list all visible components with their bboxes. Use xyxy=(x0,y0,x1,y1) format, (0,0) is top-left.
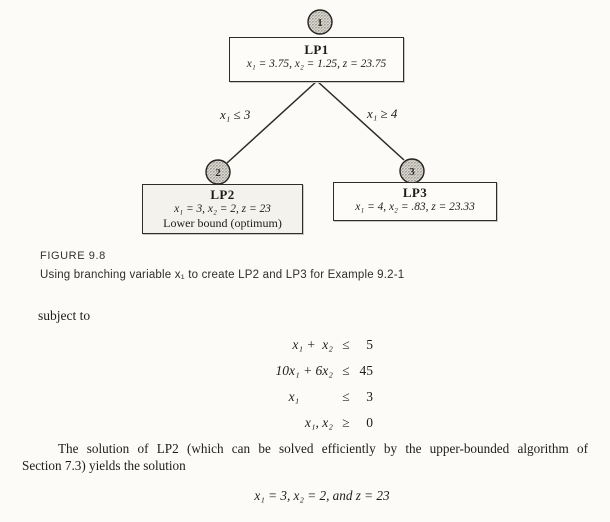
branch-right-label: x₁ ≥ 4 xyxy=(367,106,398,121)
lp3-title: LP3 xyxy=(402,185,428,200)
figure-caption: Using branching variable x₁ to create LP… xyxy=(40,269,405,281)
branch-left-label: x₁ ≤ 3 xyxy=(220,107,251,122)
constraint-lhs: 10x₁ + 6x₂ xyxy=(275,363,333,378)
branch-and-bound-tree: 1 2 3 LP1 x₁ = 3.75, x₂ = 1.25, z = 23.7… xyxy=(0,0,610,250)
lp2-title: LP2 xyxy=(210,187,235,202)
constraint-rhs: 45 xyxy=(359,363,374,378)
node-circle-2: 2 xyxy=(205,159,231,185)
tree-canvas: 1 2 3 xyxy=(205,9,425,185)
constraint-relation: ≤ xyxy=(342,337,350,352)
paragraph-line-2: Section 7.3) yields the solution xyxy=(22,457,186,473)
constraint-relation: ≤ xyxy=(342,363,350,378)
constraint-row: x₁, x₂ ≥ 0 xyxy=(253,410,373,436)
subject-to-text: subject to xyxy=(38,308,91,323)
node-1-ball xyxy=(307,9,333,35)
figure-label: FIGURE 9.8 xyxy=(40,250,106,262)
constraint-relation: ≤ xyxy=(342,389,350,404)
constraint-relation: ≥ xyxy=(342,415,350,430)
lp3-node-box: LP3 x₁ = 4, x₂ = .83, z = 23.33 xyxy=(333,182,497,221)
node-2-number: 2 xyxy=(215,167,221,179)
constraint-row: x₁ ≤ 3 xyxy=(253,384,373,410)
constraint-lhs: x₁ + x₂ xyxy=(292,337,333,352)
lp1-node-box: LP1 x₁ = 3.75, x₂ = 1.25, z = 23.75 xyxy=(229,37,404,82)
branch-edge-left xyxy=(226,80,318,164)
node-1-number: 1 xyxy=(317,17,323,29)
lp2-solution: x₁ = 3, x₂ = 2, z = 23 xyxy=(174,203,271,215)
lp1-title: LP1 xyxy=(304,42,329,57)
lp1-solution: x₁ = 3.75, x₂ = 1.25, z = 23.75 xyxy=(246,58,387,70)
constraint-lhs: x₁ xyxy=(288,389,333,404)
constraint-rhs: 0 xyxy=(366,415,373,430)
paragraph-line-1: The solution of LP2 (which can be solved… xyxy=(58,441,588,456)
lp2-node-box: LP2 x₁ = 3, x₂ = 2, z = 23 Lower bound (… xyxy=(142,184,303,234)
body-paragraph: The solution of LP2 (which can be solved… xyxy=(22,441,588,474)
node-circle-1: 1 xyxy=(307,9,333,35)
constraint-row: x₁ + x₂ ≤ 5 xyxy=(253,332,373,358)
constraint-equations: x₁ + x₂ ≤ 5 10x₁ + 6x₂ ≤ 45 x₁ ≤ 3 x₁, x… xyxy=(253,332,373,436)
constraint-rhs: 3 xyxy=(366,389,373,404)
constraint-row: 10x₁ + 6x₂ ≤ 45 xyxy=(253,358,373,384)
node-circle-3: 3 xyxy=(399,158,425,184)
node-3-number: 3 xyxy=(409,166,415,178)
lp2-lower-bound-note: Lower bound (optimum) xyxy=(163,216,282,230)
lp3-solution: x₁ = 4, x₂ = .83, z = 23.33 xyxy=(355,201,475,213)
constraint-lhs: x₁, x₂ xyxy=(304,415,333,430)
branch-edge-right xyxy=(316,80,405,161)
constraint-rhs: 5 xyxy=(366,337,373,352)
lp2-solution-equation: x₁ = 3, x₂ = 2, and z = 23 xyxy=(254,488,390,503)
